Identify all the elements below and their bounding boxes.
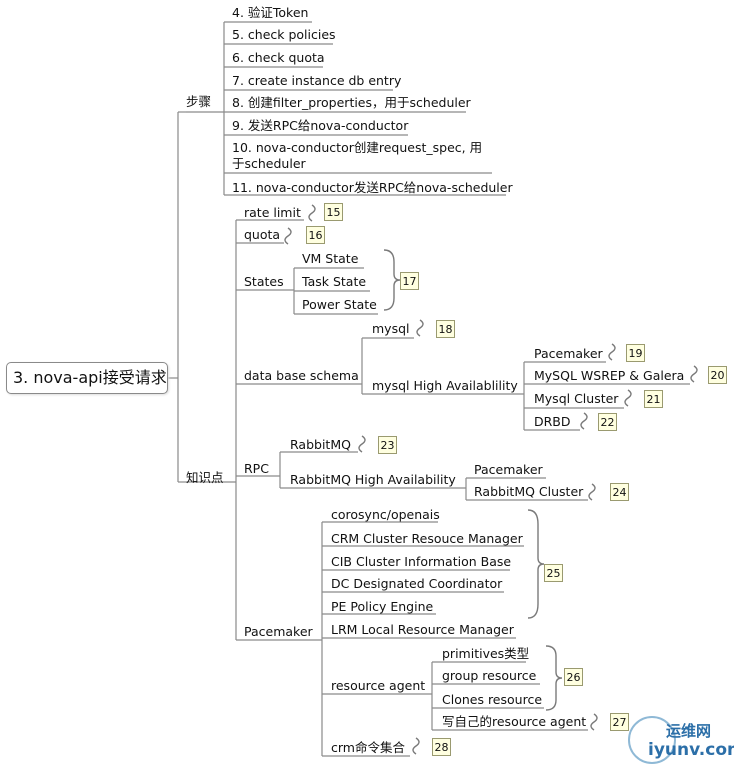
topic-rabbitmq[interactable]: RabbitMQ [290,437,351,452]
step-item[interactable]: 6. check quota [232,50,325,65]
topic-resource-agent[interactable]: resource agent [331,678,426,693]
step-item[interactable]: 5. check policies [232,27,336,42]
root-topic[interactable]: 3. nova-api接受请求 [6,362,168,394]
state-item[interactable]: VM State [302,251,359,266]
pacemaker-item[interactable]: corosync/openais [331,507,440,522]
note-badge-23[interactable]: 23 [378,436,397,454]
note-badge-19[interactable]: 19 [626,344,645,362]
step-item[interactable]: 10. nova-conductor创建request_spec, 用于sche… [232,140,483,171]
note-badge-17[interactable]: 17 [400,272,419,290]
topic-rate-limit[interactable]: rate limit [244,205,301,220]
step-item[interactable]: 9. 发送RPC给nova-conductor [232,118,409,133]
watermark-en: iyunv.com [648,740,734,760]
topic-mysql[interactable]: mysql [372,321,410,336]
pacemaker-item[interactable]: LRM Local Resource Manager [331,622,514,637]
resource-agent-item[interactable]: Clones resource [442,692,543,707]
pacemaker-item[interactable]: CIB Cluster Information Base [331,554,512,569]
mysql-ha-item[interactable]: DRBD [534,414,571,429]
note-badge-22[interactable]: 22 [598,413,617,431]
logo-ring-icon [628,716,676,764]
pacemaker-item[interactable]: DC Designated Coordinator [331,576,503,591]
resource-agent-item[interactable]: group resource [442,668,537,683]
state-item[interactable]: Task State [302,274,367,289]
step-item[interactable]: 8. 创建filter_properties，用于scheduler [232,95,471,110]
step-item[interactable]: 7. create instance db entry [232,73,402,88]
note-badge-25[interactable]: 25 [544,564,563,582]
resource-agent-item[interactable]: primitives类型 [442,646,530,661]
branch-knowledge[interactable]: 知识点 [186,470,224,485]
resource-agent-item[interactable]: 写自己的resource agent [442,714,587,729]
step-item[interactable]: 11. nova-conductor发送RPC给nova-scheduler [232,180,513,195]
rabbitmq-ha-item[interactable]: RabbitMQ Cluster [474,484,584,499]
rabbitmq-ha-item[interactable]: Pacemaker [474,462,543,477]
pacemaker-item[interactable]: CRM Cluster Resouce Manager [331,531,523,546]
note-badge-27[interactable]: 27 [610,713,629,731]
step-item[interactable]: 4. 验证Token [232,5,309,20]
state-item[interactable]: Power State [302,297,377,312]
mysql-ha-item[interactable]: MySQL WSREP & Galera [534,368,685,383]
watermark-cn: 运维网 [666,722,712,740]
note-badge-18[interactable]: 18 [436,320,455,338]
topic-mysql-ha[interactable]: mysql High Availablility [372,378,518,393]
topic-rpc[interactable]: RPC [244,461,269,476]
note-badge-20[interactable]: 20 [708,366,727,384]
topic-pacemaker[interactable]: Pacemaker [244,624,313,639]
note-badge-21[interactable]: 21 [644,390,663,408]
topic-states[interactable]: States [244,274,284,289]
mysql-ha-item[interactable]: Mysql Cluster [534,391,619,406]
topic-db-schema[interactable]: data base schema [244,368,359,383]
note-badge-26[interactable]: 26 [564,668,583,686]
topic-rabbitmq-ha[interactable]: RabbitMQ High Availability [290,472,456,487]
note-badge-15[interactable]: 15 [324,203,343,221]
watermark-logo: 运维网 iyunv.com [628,716,734,766]
topic-quota[interactable]: quota [244,227,281,242]
note-badge-24[interactable]: 24 [610,483,629,501]
note-badge-28[interactable]: 28 [432,738,451,756]
mysql-ha-item[interactable]: Pacemaker [534,346,603,361]
topic-crm[interactable]: crm命令集合 [331,740,405,755]
branch-steps[interactable]: 步骤 [186,94,212,109]
note-badge-16[interactable]: 16 [306,226,325,244]
pacemaker-item[interactable]: PE Policy Engine [331,599,434,614]
